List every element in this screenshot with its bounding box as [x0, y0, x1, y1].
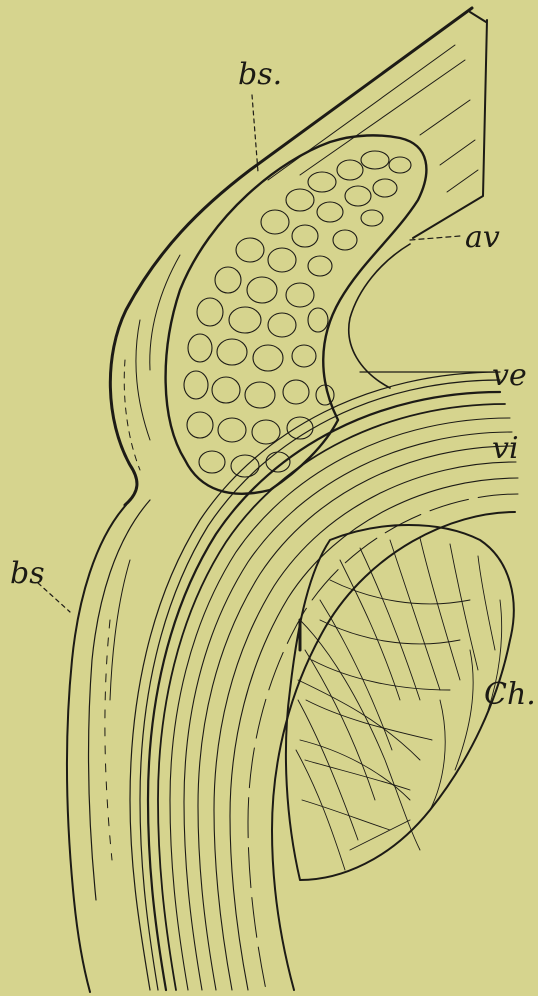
label-vi: vi	[492, 431, 519, 466]
cellular-mass	[166, 135, 427, 493]
label-ve: ve	[492, 358, 527, 393]
label-av: av	[465, 220, 500, 255]
label-ch: Ch.	[484, 677, 536, 712]
outer-lamina	[110, 8, 487, 505]
concentric-layers	[67, 372, 518, 992]
label-bs-top: bs.	[238, 57, 282, 92]
labels: bs. av ve vi bs Ch.	[10, 57, 536, 712]
chord-fibres	[286, 525, 514, 880]
label-bs-left: bs	[10, 556, 45, 591]
